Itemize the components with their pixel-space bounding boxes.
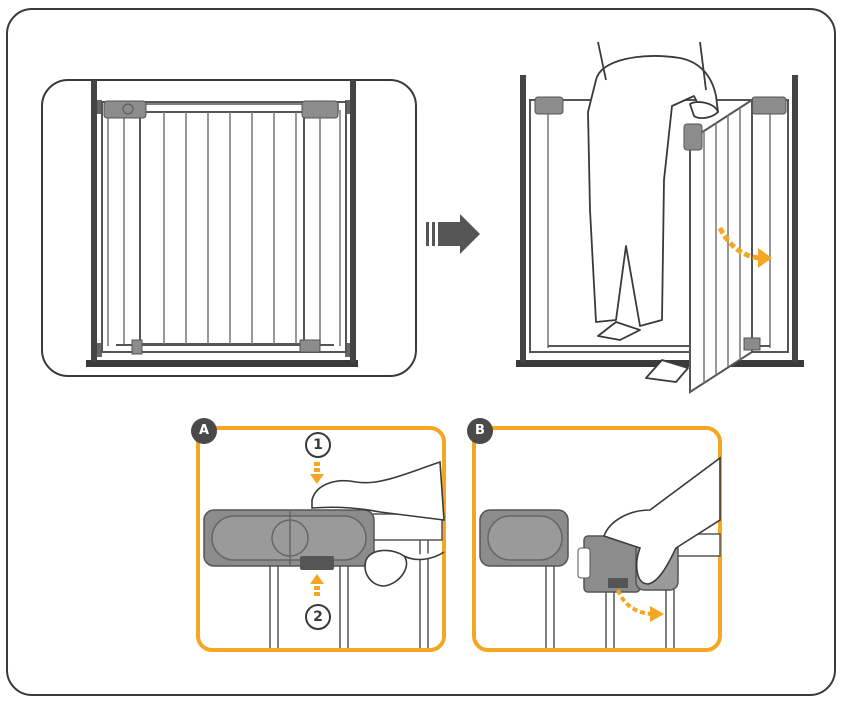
up-arrow-icon [310,574,324,596]
right-arrow-icon [426,214,480,254]
curved-arrow-icon [616,589,664,622]
detail-a [196,426,446,652]
step-a-badge: A [191,418,217,444]
detail-b [472,426,722,652]
step-b-badge: B [467,418,493,444]
outer-frame [6,8,836,696]
step-a-second-number: 2 [305,604,331,630]
down-arrow-icon [310,462,324,484]
open-gate-scene [516,41,804,394]
step-a-first-number: 1 [305,432,331,458]
closed-gate-panel [41,79,417,377]
